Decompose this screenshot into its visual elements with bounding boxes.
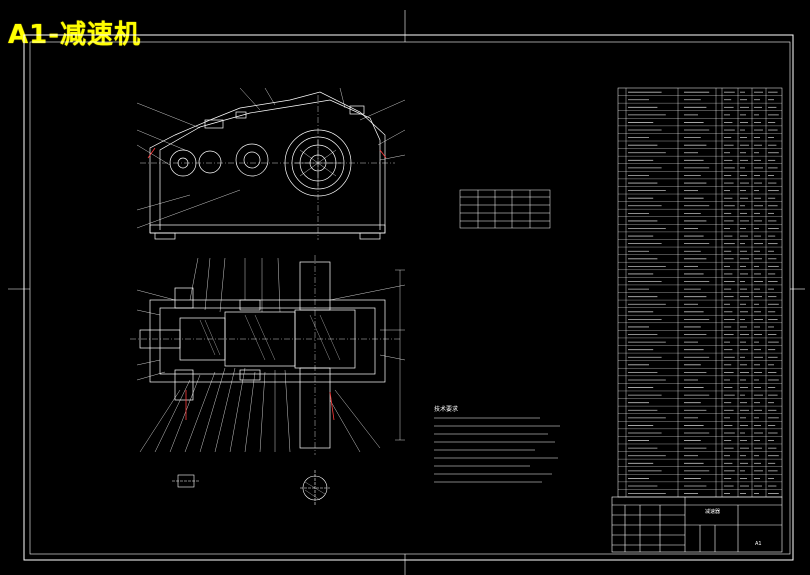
title-block-drawing-no: A1 — [755, 541, 762, 547]
title-block-name: 减速器 — [705, 508, 720, 515]
top-view — [130, 255, 406, 455]
technical-notes-heading: 技术要求 — [434, 405, 458, 413]
technical-notes-lines — [434, 417, 560, 483]
gear-parameter-table — [459, 189, 551, 229]
title-block — [611, 496, 783, 553]
outer-border — [23, 34, 794, 561]
front-view — [136, 87, 406, 240]
detail-views — [172, 470, 330, 505]
inner-border — [29, 41, 791, 555]
parts-list-table — [617, 87, 783, 498]
